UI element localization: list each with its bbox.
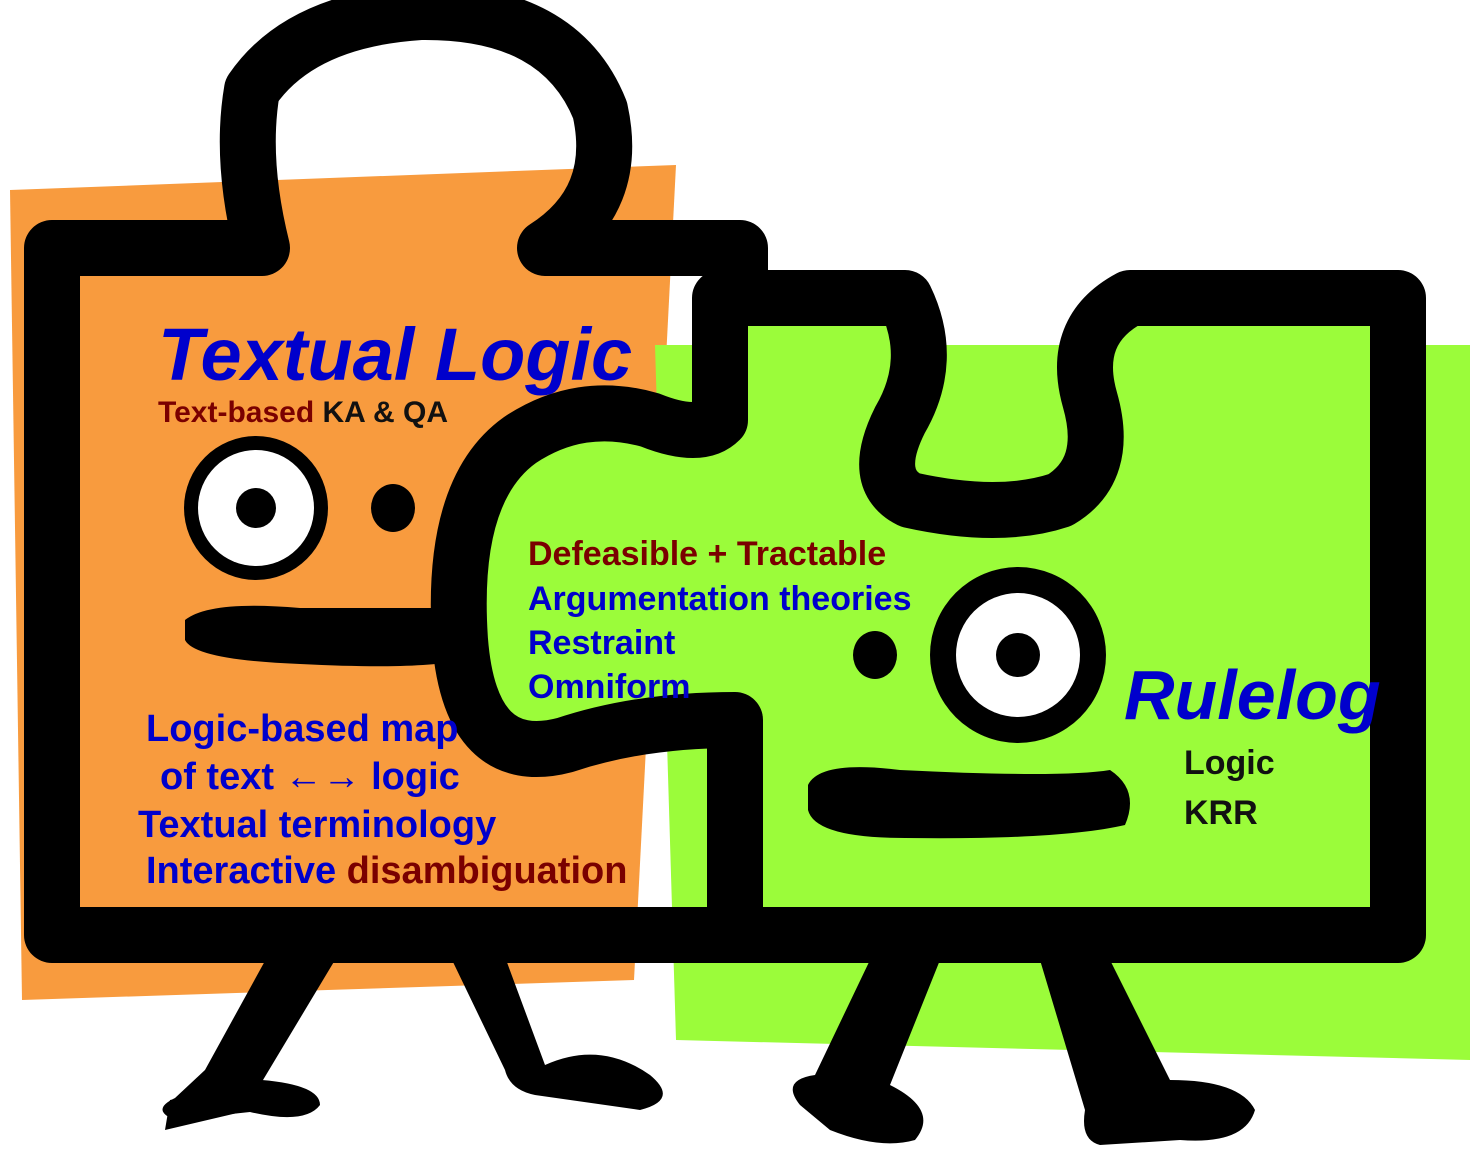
- middle-line-4: Omniform: [528, 668, 691, 706]
- puzzle-piece-right-icon: [430, 270, 1426, 963]
- left-line-3: Textual terminology: [138, 804, 497, 846]
- right-face: [808, 567, 1130, 839]
- left-line-2: of text ←→ logic: [160, 756, 460, 798]
- left-line-1: Logic-based map: [146, 708, 459, 750]
- nose-icon: [853, 631, 897, 679]
- mouth-icon: [808, 767, 1130, 839]
- middle-line-3: Restraint: [528, 624, 676, 662]
- left-title: Textual Logic: [158, 313, 633, 396]
- left-line-4-blue: Interactive: [146, 850, 337, 892]
- left-legs-icon: [162, 925, 663, 1130]
- nose-icon: [371, 484, 415, 532]
- right-title: Rulelog: [1124, 656, 1381, 734]
- right-line-1: Logic: [1184, 744, 1275, 782]
- left-subtitle: Text-based KA & QA: [158, 398, 448, 428]
- left-orange-backdrop: [10, 165, 676, 1000]
- middle-line-2: Argumentation theories: [528, 580, 912, 618]
- left-subtitle-red: Text-based: [158, 396, 315, 429]
- mouth-icon: [185, 605, 463, 667]
- left-line-4-red: disambiguation: [346, 850, 628, 892]
- left-subtitle-black: KA & QA: [322, 396, 449, 429]
- left-line-4: Interactive disambiguation: [146, 852, 627, 890]
- middle-line-1: Defeasible + Tractable: [528, 535, 887, 573]
- right-line-2: KRR: [1184, 794, 1258, 832]
- puzzle-piece-left-icon: [24, 0, 768, 963]
- left-face: [184, 436, 463, 667]
- right-legs-icon: [792, 960, 1255, 1145]
